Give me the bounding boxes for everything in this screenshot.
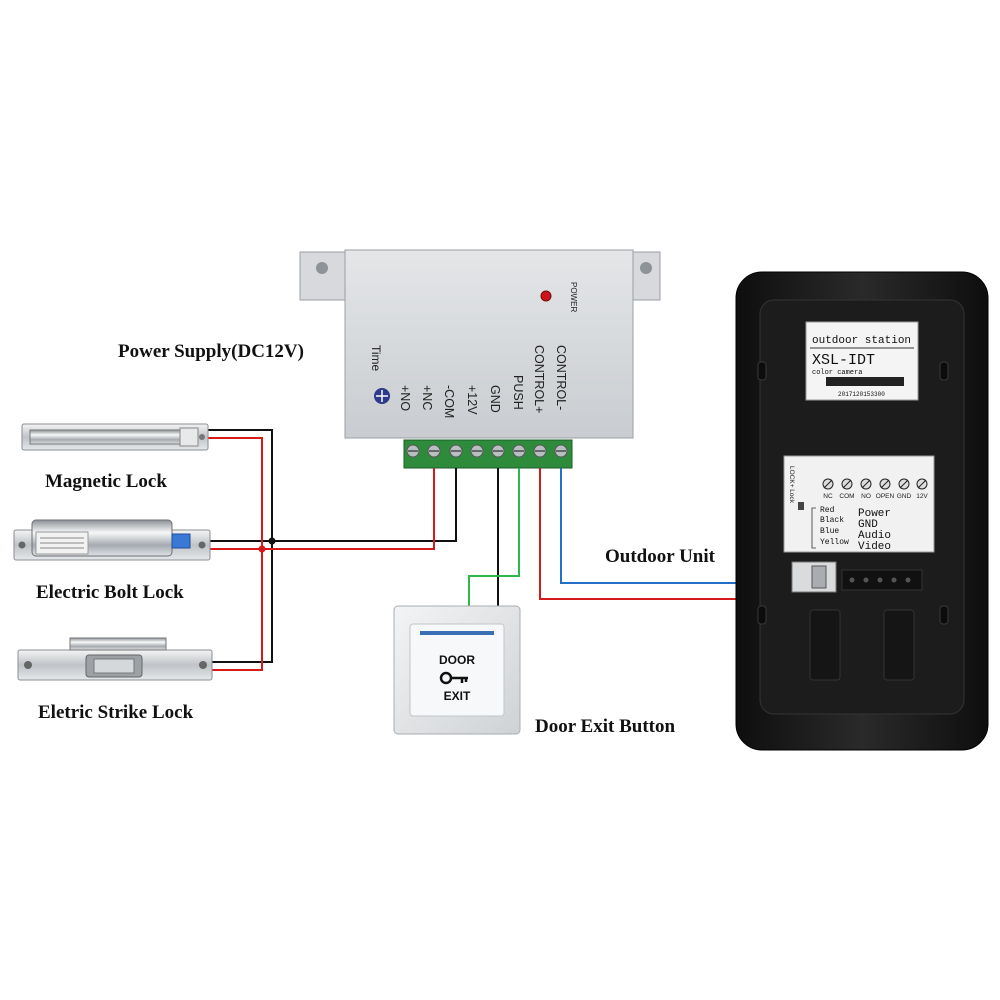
outdoor-unit: outdoor station XSL-IDT color camera 201… — [735, 271, 989, 751]
outdoor-station-sticker — [805, 321, 919, 401]
junction-red-icon — [258, 545, 266, 553]
terminal-label: -COM — [442, 385, 456, 418]
wire-function-label: GND — [858, 519, 878, 531]
power-supply-label: Power Supply(DC12V) — [118, 341, 304, 362]
exit-button-exit-text: EXIT — [444, 689, 471, 703]
magnetic-lock-label: Magnetic Lock — [45, 471, 167, 492]
electric-bolt-lock-label: Electric Bolt Lock — [36, 582, 184, 603]
mounting-tab-right — [629, 251, 661, 301]
terminal-label: GND — [488, 385, 502, 413]
electric-strike-lock — [17, 637, 213, 681]
barcode-icon — [826, 377, 904, 386]
wire-red-bus — [208, 437, 263, 671]
wire-function-label: Audio — [858, 530, 891, 542]
magnetic-lock-plate — [29, 429, 181, 445]
junction-black-icon — [268, 537, 276, 545]
terminal-label: CONTROL- — [554, 345, 568, 410]
electric-strike-lock-label: Eletric Strike Lock — [38, 702, 194, 723]
screw-hole-icon — [199, 661, 207, 669]
wire-red-nc — [262, 468, 435, 550]
outdoor-terminal-icons — [822, 478, 928, 490]
wire-color-label: Black — [820, 516, 844, 525]
lock-terminal-label: LOCK+ Lock — [788, 466, 795, 504]
outdoor-terminal-label: GND — [897, 493, 912, 500]
wiring-info-sticker — [783, 455, 935, 553]
sticker-subtitle: color camera — [812, 369, 862, 377]
outdoor-terminal-label: OPEN — [876, 493, 895, 500]
sticker-title: outdoor station — [812, 335, 911, 347]
power-led-icon — [540, 290, 552, 302]
mounting-tab-left — [299, 251, 346, 301]
power-supply-unit: POWER Time +NO +NC -COM +12V GND PUSH CO… — [299, 249, 661, 469]
exit-button-stripe — [420, 631, 494, 635]
exit-button-face[interactable] — [409, 623, 505, 717]
terminal-label: +12V — [465, 385, 479, 415]
screw-hole-icon — [24, 661, 32, 669]
exit-button-door-text: DOOR — [439, 653, 475, 667]
key-icon — [439, 671, 468, 685]
outdoor-terminal-label: 12V — [916, 493, 928, 500]
terminal-labels: +NO +NC -COM +12V GND PUSH CONTROL+ CONT… — [398, 345, 568, 418]
pin-icons — [849, 577, 911, 583]
sticker-serial: 2017120153300 — [838, 391, 885, 398]
terminal-label: +NO — [398, 385, 412, 411]
wire-color-legend: Red Black Blue Yellow Power GND Audio Vi… — [811, 506, 891, 553]
wire-function-label: Power — [858, 508, 891, 520]
wire-color-label: Yellow — [820, 538, 849, 547]
bolt-lock-connector — [171, 533, 191, 549]
screw-hole-icon — [18, 541, 26, 549]
terminal-label: +NC — [420, 385, 434, 410]
power-indicator-label: POWER — [569, 282, 578, 312]
time-label: Time — [369, 345, 383, 372]
wire-black-bus — [208, 429, 273, 663]
screw-hole-icon — [198, 541, 206, 549]
outdoor-terminal-label: NC — [823, 493, 833, 500]
wire-black-com — [272, 468, 457, 542]
outdoor-terminal-label: COM — [839, 493, 854, 500]
strike-lock-top — [69, 637, 167, 651]
wire-color-label: Red — [820, 506, 835, 515]
wire-color-label: Blue — [820, 527, 839, 536]
outdoor-terminal-labels: NC COM NO OPEN GND 12V — [823, 493, 928, 500]
terminal-label: PUSH — [511, 375, 525, 410]
electric-bolt-lock — [13, 519, 211, 561]
mounting-hole-icon — [640, 262, 652, 274]
mounting-hole-icon — [316, 262, 328, 274]
wires — [208, 429, 807, 671]
wire-function-label: Video — [858, 541, 891, 553]
power-supply-housing — [344, 249, 634, 439]
outdoor-terminal-label: NO — [861, 493, 871, 500]
terminal-label: CONTROL+ — [532, 345, 546, 413]
magnetic-lock — [21, 423, 209, 451]
door-exit-button[interactable]: DOOR EXIT — [393, 605, 521, 735]
wire-green-push — [468, 468, 520, 608]
terminal-screws — [406, 444, 568, 458]
outdoor-unit-label: Outdoor Unit — [605, 546, 716, 567]
door-exit-button-label: Door Exit Button — [535, 716, 675, 737]
sticker-model: XSL-IDT — [812, 352, 875, 369]
